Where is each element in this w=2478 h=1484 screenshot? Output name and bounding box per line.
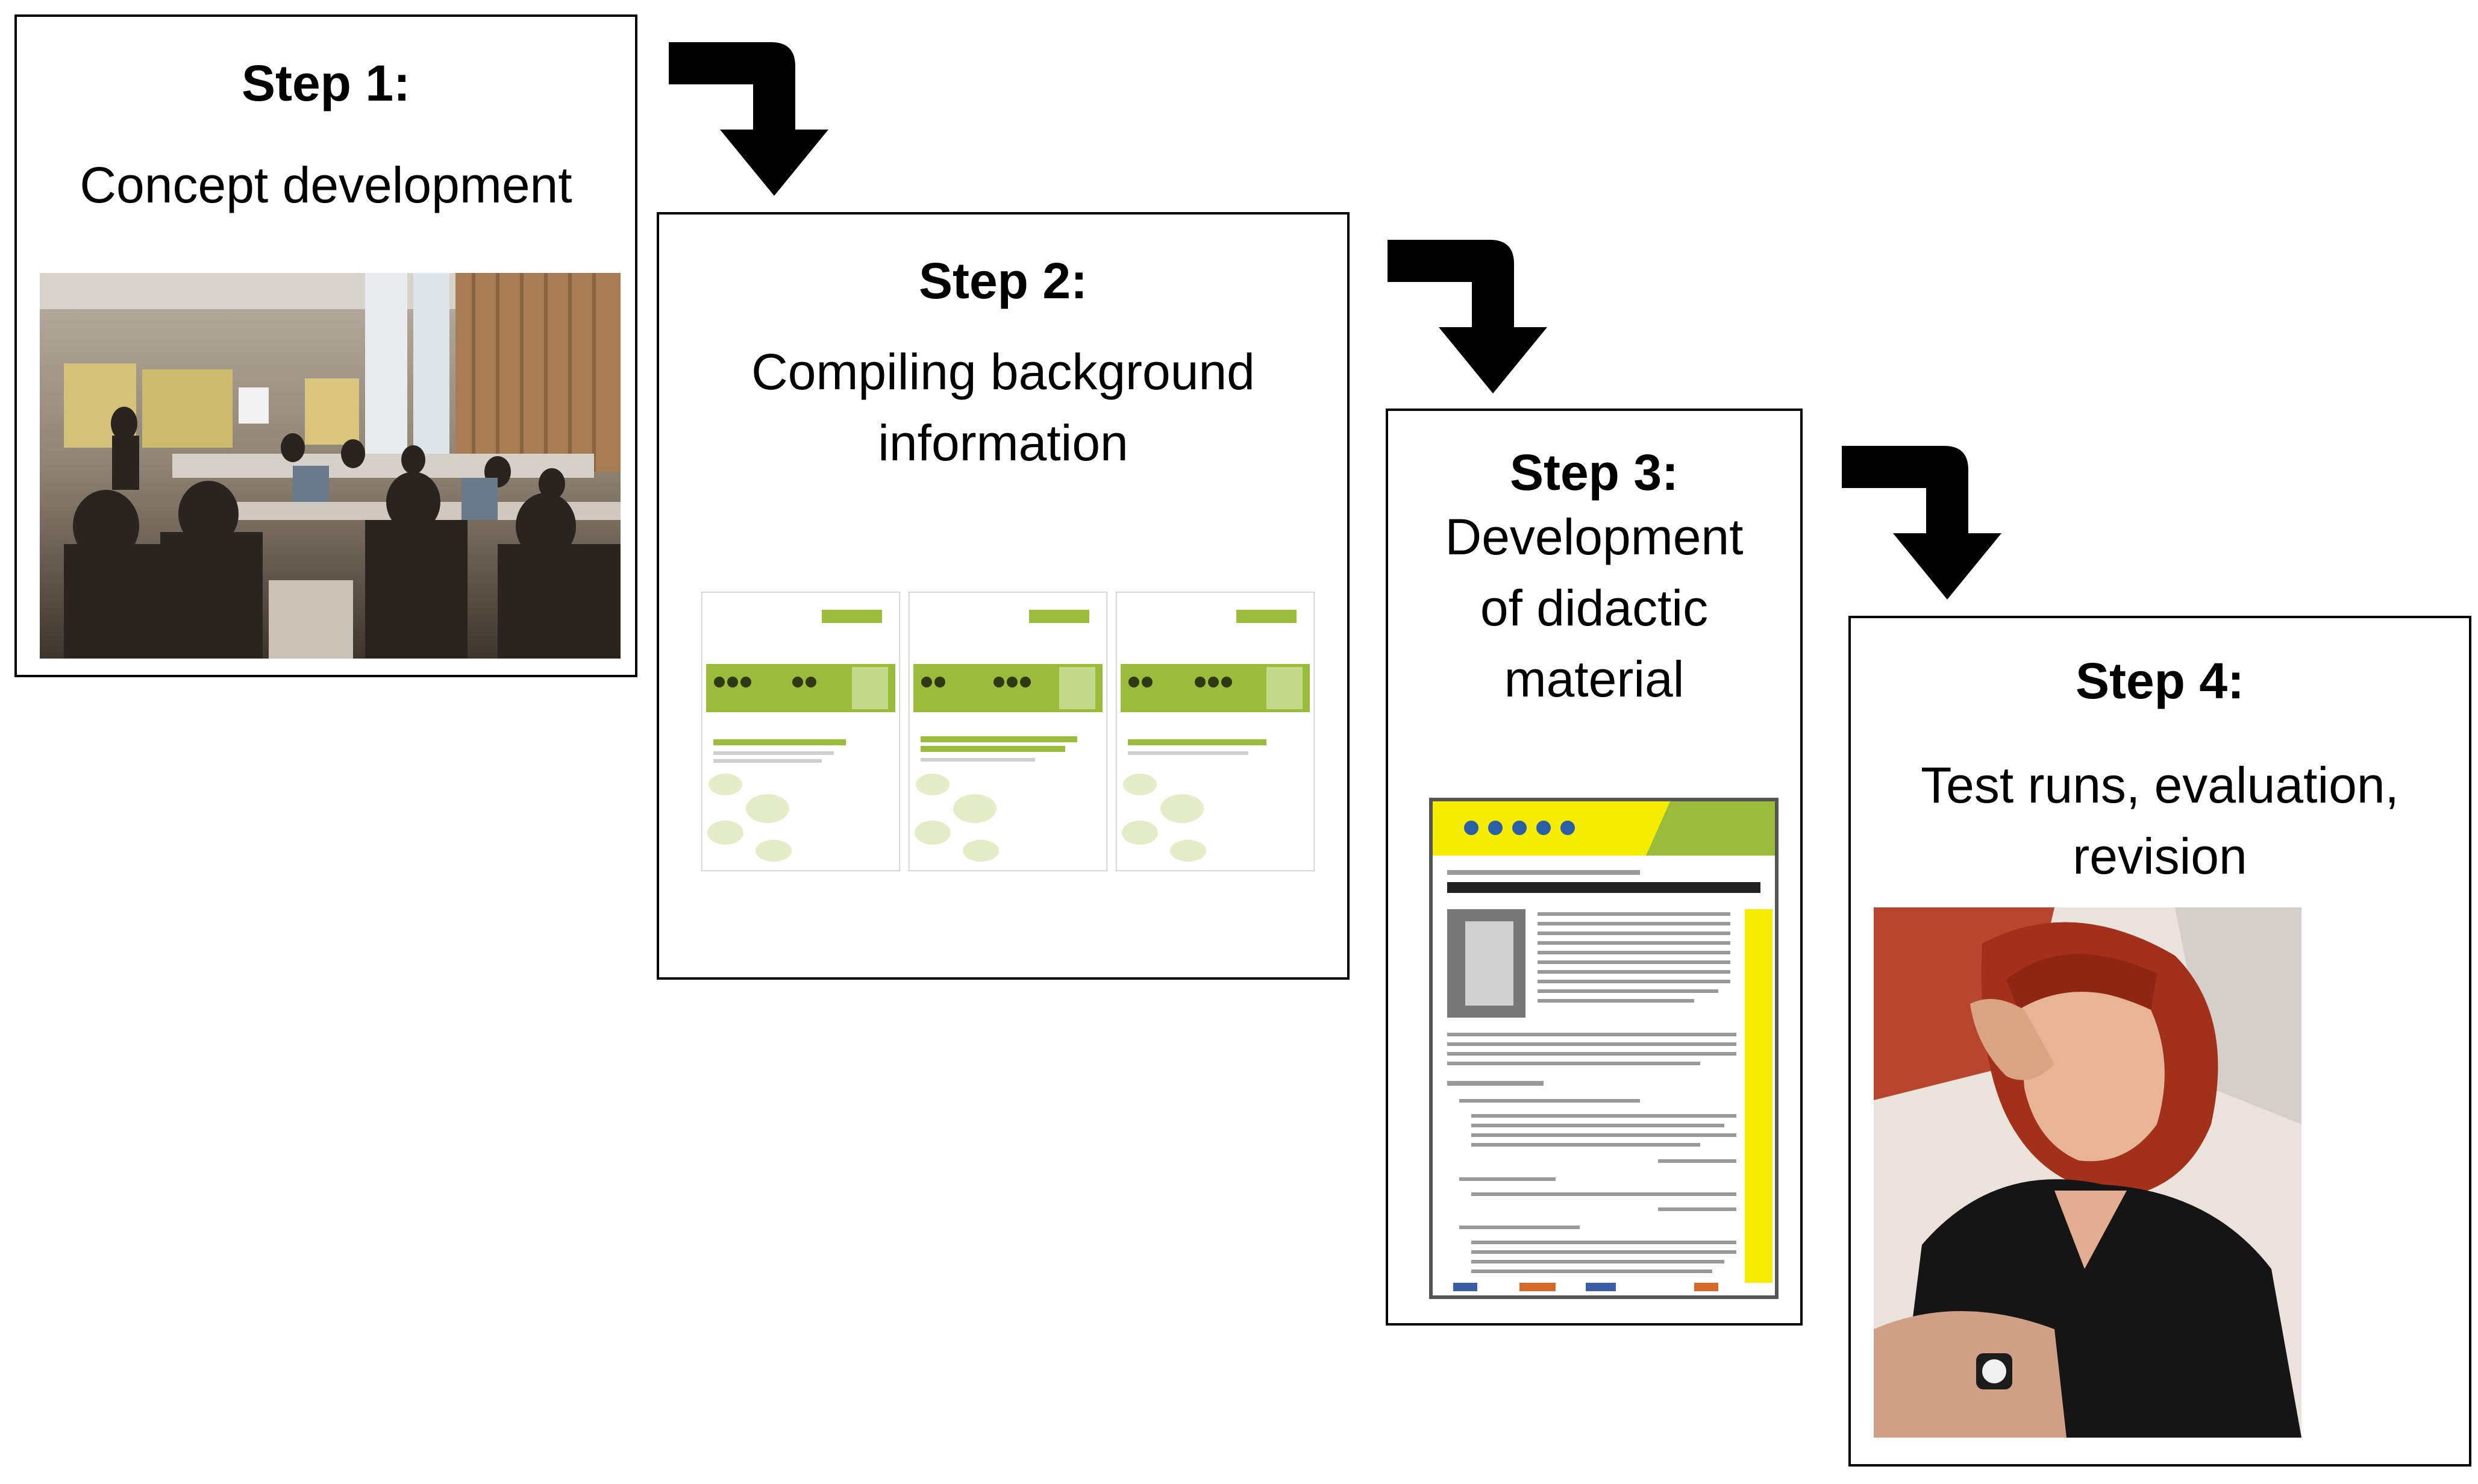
step-3-desc-line: material xyxy=(1504,651,1685,707)
step-1-box: Step 1: Concept development xyxy=(14,14,637,677)
step-3-description: Development of didactic material xyxy=(1388,501,1800,715)
step-4-description: Test runs, evaluation, revision xyxy=(1851,750,2469,892)
step-4-desc-line: revision xyxy=(2073,828,2247,884)
step-4-desc-line: Test runs, evaluation, xyxy=(1921,757,2399,813)
step-4-box: Step 4: Test runs, evaluation, revision xyxy=(1848,616,2471,1467)
step-3-title: Step 3: xyxy=(1509,444,1679,501)
brochure-cover xyxy=(1116,592,1315,871)
step-2-title: Step 2: xyxy=(918,252,1088,309)
step-2-box: Step 2: Compiling background information xyxy=(657,212,1350,980)
step-1-description: Concept development xyxy=(17,149,635,221)
step-2-desc-line: Compiling background xyxy=(751,343,1255,400)
arrow-down-right-icon xyxy=(1388,240,1568,396)
brochure-cover xyxy=(701,592,900,871)
step-4-title: Step 4: xyxy=(2075,653,2245,709)
didactic-material-sheet xyxy=(1429,798,1779,1299)
step-1-desc-line: Concept development xyxy=(80,157,572,213)
step-3-desc-line: Development xyxy=(1445,509,1744,565)
arrow-down-right-icon xyxy=(669,42,849,199)
step-1-title: Step 1: xyxy=(241,55,411,111)
step-3-desc-line: of didactic xyxy=(1480,580,1709,636)
woman-writing-photo xyxy=(1874,907,2301,1438)
brochure-cover xyxy=(909,592,1107,871)
step-3-box: Step 3: Development of didactic material xyxy=(1386,409,1803,1326)
arrow-down-right-icon xyxy=(1842,446,2023,603)
step-2-desc-line: information xyxy=(878,415,1128,471)
step-2-description: Compiling background information xyxy=(659,336,1347,478)
meeting-photo xyxy=(40,273,621,659)
